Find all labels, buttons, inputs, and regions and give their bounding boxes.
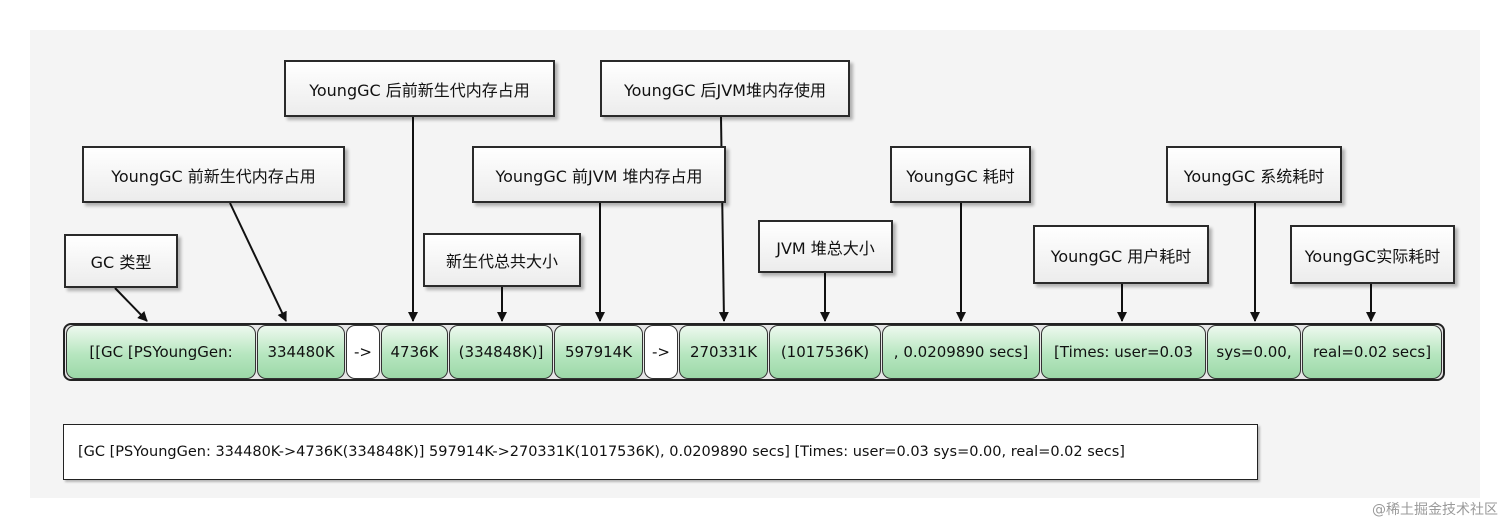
segment-gc-type: [[GC [PSYoungGen: bbox=[66, 325, 256, 379]
segment-young-after: 4736K bbox=[381, 325, 448, 379]
watermark: @稀土掘金技术社区 bbox=[1372, 502, 1498, 518]
segment-young-total: (334848K)] bbox=[449, 325, 553, 379]
label-young-after: YoungGC 后前新生代内存占用 bbox=[284, 60, 555, 117]
segment-user-time: [Times: user=0.03 bbox=[1041, 325, 1206, 379]
gc-log-summary: [GC [PSYoungGen: 334480K->4736K(334848K)… bbox=[63, 424, 1258, 480]
label-user-time: YoungGC 用户耗时 bbox=[1033, 225, 1209, 284]
segment-real-time: real=0.02 secs] bbox=[1302, 325, 1442, 379]
segment-heap-before: 597914K bbox=[554, 325, 643, 379]
label-real-time: YoungGC实际耗时 bbox=[1290, 225, 1455, 284]
label-gc-type: GC 类型 bbox=[64, 234, 178, 288]
segment-heap-after: 270331K bbox=[679, 325, 768, 379]
label-young-total: 新生代总共大小 bbox=[423, 233, 581, 287]
segment-young-before: 334480K bbox=[257, 325, 345, 379]
label-gc-time: YoungGC 耗时 bbox=[890, 146, 1031, 203]
segment-heap-total: (1017536K) bbox=[769, 325, 881, 379]
segment-sys-time: sys=0.00, bbox=[1207, 325, 1301, 379]
segment-arrow-2: -> bbox=[644, 325, 678, 379]
label-heap-total: JVM 堆总大小 bbox=[758, 220, 893, 273]
segment-arrow-1: -> bbox=[346, 325, 380, 379]
label-young-before: YoungGC 前新生代内存占用 bbox=[82, 146, 345, 203]
label-sys-time: YoungGC 系统耗时 bbox=[1166, 146, 1342, 203]
label-heap-before: YoungGC 前JVM 堆内存占用 bbox=[472, 146, 726, 203]
label-heap-after: YoungGC 后JVM堆内存使用 bbox=[600, 60, 850, 117]
segment-gc-time: , 0.0209890 secs] bbox=[882, 325, 1040, 379]
